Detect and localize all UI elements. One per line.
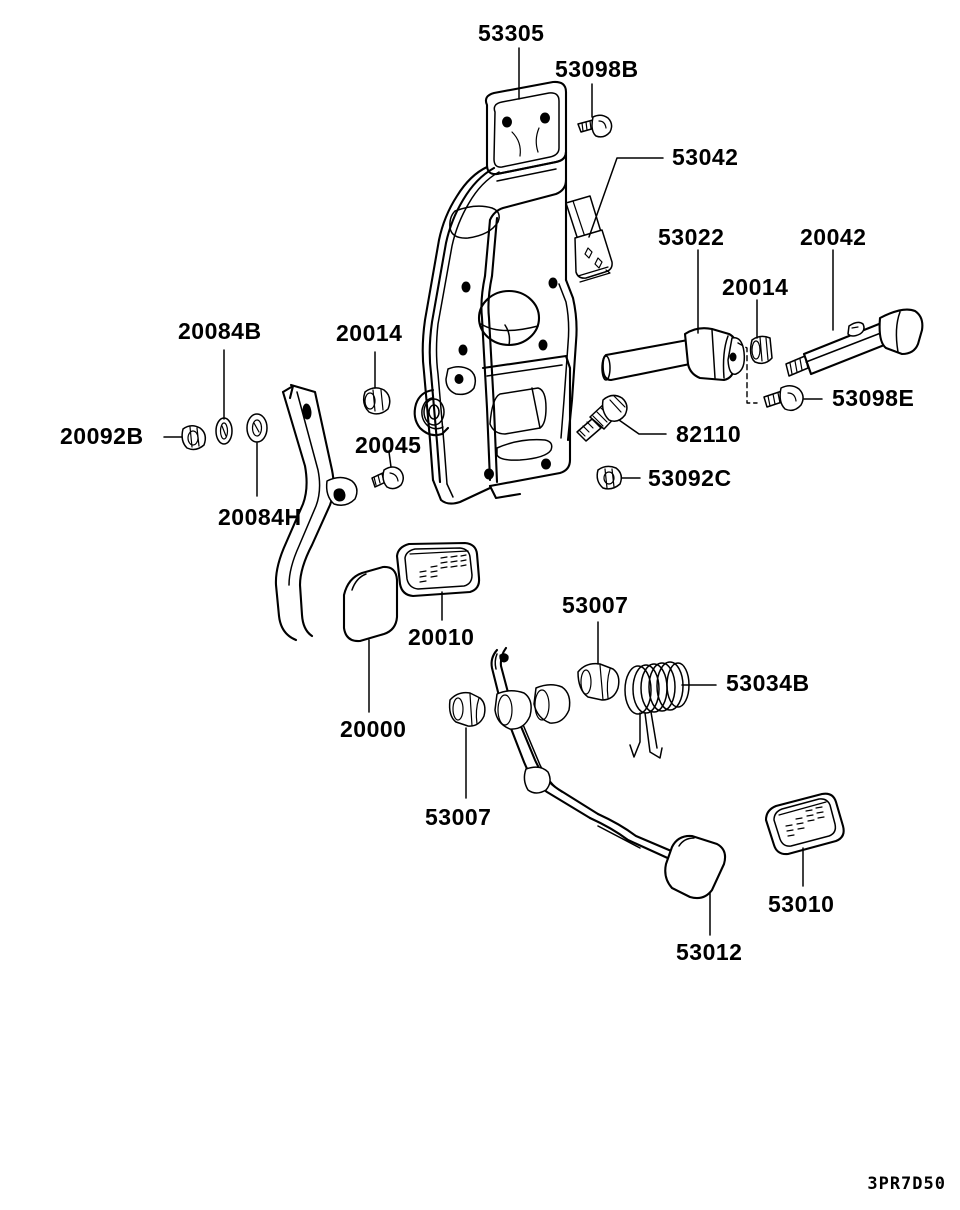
part-pedal-pad-clip[interactable] <box>565 195 613 283</box>
part-bushing-upper[interactable] <box>577 662 620 701</box>
label-53022[interactable]: 53022 <box>658 224 725 250</box>
part-accelerator-pedal-pad[interactable] <box>395 541 481 598</box>
label-53098E[interactable]: 53098E <box>832 385 915 411</box>
label-53007-upper[interactable]: 53007 <box>562 592 629 618</box>
label-20010[interactable]: 20010 <box>408 624 475 650</box>
label-53007-lower[interactable]: 53007 <box>425 804 492 830</box>
label-20042[interactable]: 20042 <box>800 224 867 250</box>
label-20014-left[interactable]: 20014 <box>336 320 403 346</box>
part-clutch-pedal-shaft[interactable] <box>601 327 746 382</box>
drawing-code: 3PR7D50 <box>867 1174 946 1194</box>
label-20014-right[interactable]: 20014 <box>722 274 789 300</box>
label-20045[interactable]: 20045 <box>355 432 422 458</box>
label-20084B[interactable]: 20084B <box>178 318 262 344</box>
part-accelerator-pedal-shaft[interactable] <box>785 308 924 377</box>
label-20084H[interactable]: 20084H <box>218 504 302 530</box>
part-pedal-return-spring[interactable] <box>624 661 690 759</box>
part-clutch-pedal-pad[interactable] <box>764 792 845 856</box>
part-nut-accelerator[interactable] <box>181 425 207 451</box>
part-washer-lower[interactable] <box>246 413 268 443</box>
part-bushing-lower[interactable] <box>448 691 486 727</box>
label-53012[interactable]: 53012 <box>676 939 743 965</box>
part-washer-upper[interactable] <box>215 417 233 445</box>
label-82110[interactable]: 82110 <box>676 421 742 447</box>
label-20092B[interactable]: 20092B <box>60 423 144 449</box>
part-switch-nut[interactable] <box>596 465 623 490</box>
label-53092C[interactable]: 53092C <box>648 465 732 491</box>
part-nut-pedal-shaft[interactable] <box>362 387 391 415</box>
label-53034B[interactable]: 53034B <box>726 670 810 696</box>
part-clutch-pedal-assembly[interactable] <box>490 646 727 900</box>
part-pin-clip[interactable] <box>371 466 404 490</box>
part-stop-lamp-switch[interactable] <box>576 394 628 442</box>
part-accelerator-pedal-assembly[interactable] <box>274 383 399 643</box>
label-20000[interactable]: 20000 <box>340 716 407 742</box>
label-53010[interactable]: 53010 <box>768 891 835 917</box>
part-nut-shaft-right[interactable] <box>749 335 773 365</box>
label-53098B[interactable]: 53098B <box>555 56 639 82</box>
leader-lines <box>163 47 834 936</box>
part-bolt-lower[interactable] <box>763 385 804 412</box>
part-bolt-upper[interactable] <box>577 114 613 138</box>
part-pedal-support-bracket[interactable] <box>413 80 578 505</box>
label-53042[interactable]: 53042 <box>672 144 739 170</box>
label-53305[interactable]: 53305 <box>478 20 545 46</box>
